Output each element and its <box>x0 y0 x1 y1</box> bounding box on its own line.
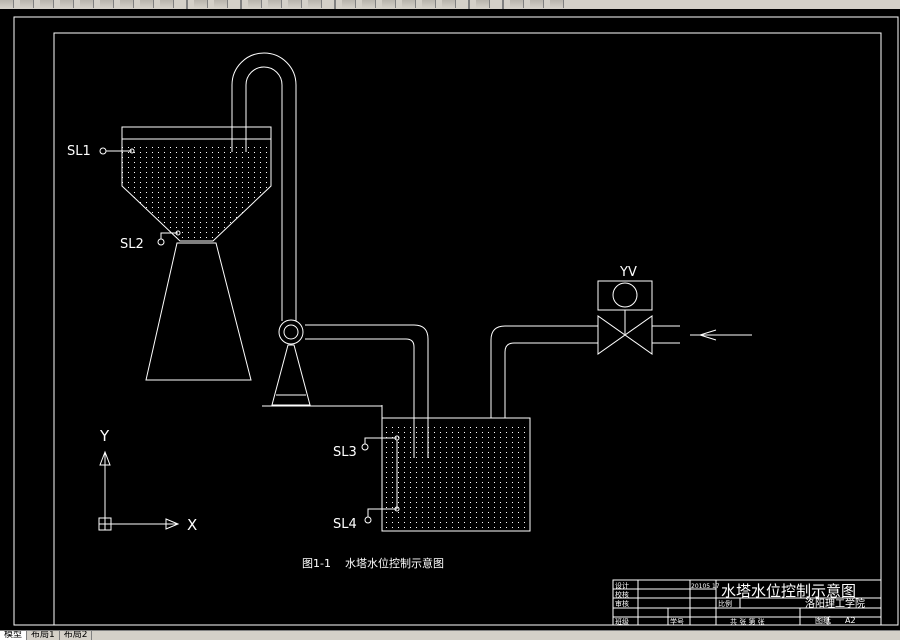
help-icon[interactable] <box>476 0 490 8</box>
calculator-icon[interactable] <box>442 0 456 8</box>
title-block-paper-size: A2 <box>845 616 856 625</box>
search-icon[interactable] <box>80 0 94 8</box>
toolbar-separator <box>502 0 504 9</box>
title-block-date: 20105 17 <box>691 583 720 590</box>
design-center-icon[interactable] <box>362 0 376 8</box>
toolbar-separator <box>468 0 470 9</box>
sheet-set-icon[interactable] <box>402 0 416 8</box>
solenoid-valve-yv <box>597 280 680 355</box>
title-block <box>612 579 882 626</box>
save-icon[interactable] <box>20 0 34 8</box>
sensor-sl4 <box>364 506 400 524</box>
title-block-check: 校核 <box>615 590 629 599</box>
axis-x-label: X <box>187 516 197 534</box>
markup-icon[interactable] <box>422 0 436 8</box>
tab-layout1[interactable]: 布局1 <box>27 631 60 640</box>
ucs-icon <box>98 450 180 531</box>
sensor-sl2-label: SL2 <box>120 237 144 252</box>
title-block-sheets: 共 张 第 张 <box>730 617 765 626</box>
water-tower <box>121 126 272 381</box>
undo-icon[interactable] <box>194 0 208 8</box>
cut-icon[interactable] <box>100 0 114 8</box>
sensor-sl1-label: SL1 <box>67 144 91 159</box>
sensor-sl1 <box>99 147 135 155</box>
toolbar-separator <box>240 0 242 9</box>
match-properties-icon[interactable] <box>160 0 174 8</box>
open-icon[interactable] <box>0 0 14 8</box>
plot-preview-icon[interactable] <box>60 0 74 8</box>
axis-y-label: Y <box>99 427 110 445</box>
title-block-student-no: 学号 <box>670 617 684 626</box>
title-block-main-title: 水塔水位控制示意图 <box>721 582 856 600</box>
flow-arrow <box>690 329 752 341</box>
properties-icon[interactable] <box>342 0 356 8</box>
sensor-sl2 <box>157 230 181 246</box>
title-block-paper-label: 图纸 <box>815 615 831 625</box>
copy-icon[interactable] <box>120 0 134 8</box>
layer-manager-icon[interactable] <box>510 0 524 8</box>
tool-palettes-icon[interactable] <box>382 0 396 8</box>
pool <box>381 325 598 532</box>
toolbar-separator <box>186 0 188 9</box>
layout-tab-bar: 模型 布局1 布局2 <box>0 630 900 640</box>
title-block-class: 班级 <box>615 617 629 626</box>
print-icon[interactable] <box>40 0 54 8</box>
paste-icon[interactable] <box>140 0 154 8</box>
inner-frame <box>53 32 882 626</box>
layer-state-icon[interactable] <box>530 0 544 8</box>
toolbar-separator <box>334 0 336 9</box>
pump <box>262 319 382 407</box>
title-block-design: 设计 <box>615 581 629 590</box>
zoom-previous-icon[interactable] <box>308 0 322 8</box>
tab-layout2[interactable]: 布局2 <box>60 631 93 640</box>
redo-icon[interactable] <box>214 0 228 8</box>
sensor-sl3 <box>361 435 400 509</box>
tab-model[interactable]: 模型 <box>0 631 28 640</box>
sensor-sl3-label: SL3 <box>333 445 357 460</box>
valve-yv-label: YV <box>619 265 637 280</box>
figure-caption: 图1-1 水塔水位控制示意图 <box>302 556 444 570</box>
riser-pipe <box>231 52 429 458</box>
title-block-review: 审核 <box>615 599 629 608</box>
zoom-realtime-icon[interactable] <box>268 0 282 8</box>
title-block-scale: 比例 <box>718 599 732 608</box>
sensor-sl4-label: SL4 <box>333 517 357 532</box>
drawing-canvas[interactable]: SL1 SL2 SL3 SL4 <box>0 9 900 630</box>
title-block-school: 洛阳理工学院 <box>805 597 865 610</box>
layer-visibility-icon[interactable] <box>550 0 564 8</box>
zoom-window-icon[interactable] <box>288 0 302 8</box>
pan-icon[interactable] <box>248 0 262 8</box>
